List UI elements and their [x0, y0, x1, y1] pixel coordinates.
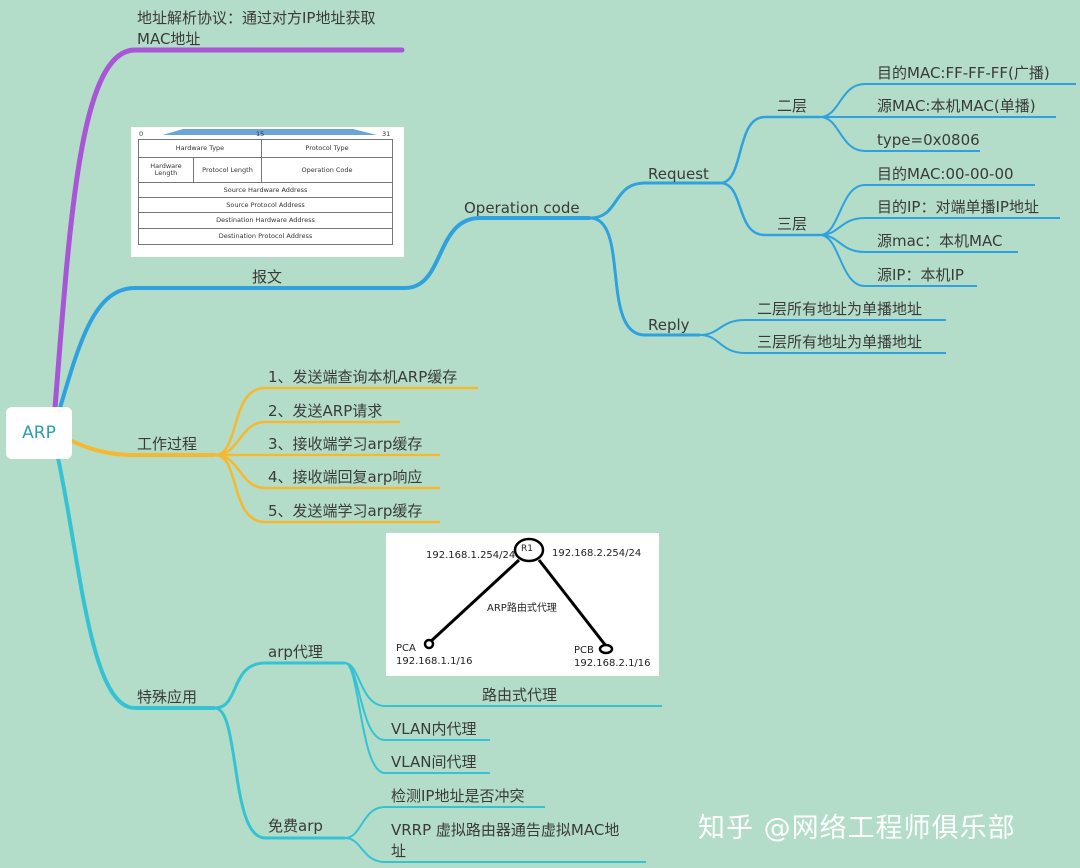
router-right-ip: 192.168.2.254/24 — [552, 548, 642, 559]
layer3-item-dst-ip[interactable]: 目的IP：对端单播IP地址 — [877, 198, 1039, 216]
definition-line2: MAC地址 — [137, 30, 201, 48]
ruler-31: 31 — [382, 130, 391, 138]
pcb-label: PCB — [574, 645, 594, 656]
router-left-ip: 192.168.1.254/24 — [426, 550, 516, 561]
layer2-item-src-mac[interactable]: 源MAC:本机MAC(单播) — [877, 97, 1036, 115]
ruler-0: 0 — [139, 130, 144, 138]
gratuitous-item-vrrp-line1[interactable]: VRRP 虚拟路由器通告虚拟MAC地 — [391, 821, 620, 839]
topology-caption: ARP路由式代理 — [487, 603, 557, 614]
special-node[interactable]: 特殊应用 — [137, 688, 198, 706]
protocol-type-cell: Protocol Type — [261, 139, 393, 158]
layer3-item-src-mac[interactable]: 源mac：本机MAC — [877, 232, 1003, 250]
watermark: 知乎 @网络工程师俱乐部 — [698, 813, 1016, 844]
hardware-length-cell: Hardware Length — [138, 157, 194, 183]
destination-protocol-address-cell: Destination Protocol Address — [138, 228, 393, 245]
layer3-item-src-ip[interactable]: 源IP：本机IP — [877, 266, 964, 284]
arp-proxy-node[interactable]: arp代理 — [268, 643, 323, 661]
layer3-item-dst-mac[interactable]: 目的MAC:00-00-00 — [877, 165, 1014, 183]
layer2-item-type[interactable]: type=0x0806 — [877, 131, 980, 149]
root-node-arp[interactable]: ARP — [6, 407, 72, 459]
layer2-item-dst-mac[interactable]: 目的MAC:FF-FF-FF(广播) — [877, 64, 1050, 82]
process-step-4[interactable]: 4、接收端回复arp响应 — [268, 468, 423, 486]
definition-line1[interactable]: 地址解析协议：通过对方IP地址获取 — [137, 9, 376, 27]
reply-item-layer3[interactable]: 三层所有地址为单播地址 — [757, 333, 923, 351]
process-step-5[interactable]: 5、发送端学习arp缓存 — [268, 502, 423, 520]
destination-hardware-address-cell: Destination Hardware Address — [138, 212, 393, 229]
proxy-item-inter-vlan[interactable]: VLAN间代理 — [391, 753, 477, 771]
gratuitous-item-vrrp-line2: 址 — [391, 842, 407, 860]
arp-proxy-topology-image: R1 192.168.1.254/24 192.168.2.254/24 ARP… — [386, 533, 659, 676]
process-step-3[interactable]: 3、接收端学习arp缓存 — [268, 435, 423, 453]
gratuitous-item-conflict[interactable]: 检测IP地址是否冲突 — [391, 787, 525, 805]
gratuitous-arp-node[interactable]: 免费arp — [268, 817, 323, 835]
process-step-1[interactable]: 1、发送端查询本机ARP缓存 — [268, 368, 458, 386]
reply-node[interactable]: Reply — [648, 316, 690, 334]
router-r1-label: R1 — [521, 544, 533, 554]
operation-code-cell: Operation Code — [261, 157, 393, 183]
arp-packet-format-image: 0 15 31 Hardware Type Protocol Type Hard… — [131, 127, 404, 257]
operation-code-node[interactable]: Operation code — [464, 199, 580, 217]
request-node[interactable]: Request — [648, 165, 709, 183]
protocol-length-cell: Protocol Length — [193, 157, 262, 183]
process-node[interactable]: 工作过程 — [137, 435, 198, 453]
topology-lines — [423, 537, 614, 655]
process-step-2[interactable]: 2、发送ARP请求 — [268, 402, 383, 420]
message-node[interactable]: 报文 — [252, 268, 283, 286]
pcb-ip: 192.168.2.1/16 — [574, 658, 651, 669]
source-hardware-address-cell: Source Hardware Address — [138, 182, 393, 198]
pca-label: PCA — [396, 643, 416, 654]
pca-ip: 192.168.1.1/16 — [396, 656, 473, 667]
packet-ruler-bar — [137, 129, 395, 137]
ruler-15: 15 — [256, 130, 265, 138]
proxy-item-intra-vlan[interactable]: VLAN内代理 — [391, 720, 477, 738]
layer3-node[interactable]: 三层 — [777, 215, 808, 233]
proxy-item-routed[interactable]: 路由式代理 — [482, 686, 558, 704]
source-protocol-address-cell: Source Protocol Address — [138, 197, 393, 213]
hardware-type-cell: Hardware Type — [138, 139, 262, 158]
reply-item-layer2[interactable]: 二层所有地址为单播地址 — [757, 300, 923, 318]
layer2-node[interactable]: 二层 — [777, 97, 808, 115]
